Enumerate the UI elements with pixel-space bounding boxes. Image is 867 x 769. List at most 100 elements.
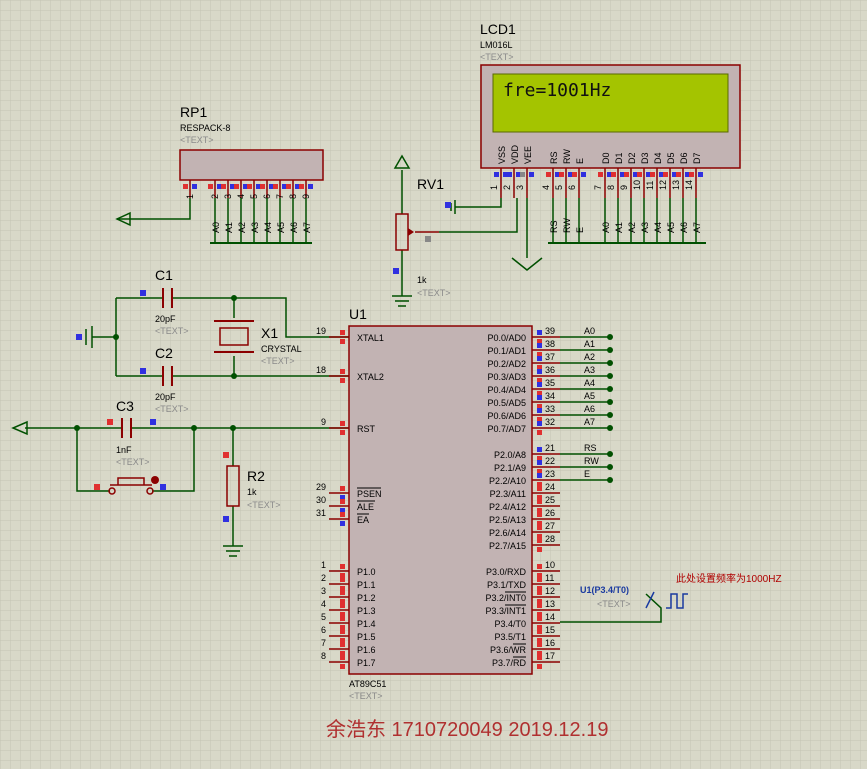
rp1-pin-marker <box>221 184 226 189</box>
u1-net-label: RS <box>584 443 597 453</box>
rp1-pin-marker <box>256 184 261 189</box>
u1-pin-marker <box>537 408 542 413</box>
lcd-bus-label: A3 <box>640 222 650 233</box>
vcc-arrow-icon <box>393 154 411 169</box>
u1-pin-marker <box>537 616 542 621</box>
lcd-pin-number: 13 <box>671 180 681 190</box>
u1-pin-marker <box>537 430 542 435</box>
lcd-bus-label: A2 <box>627 222 637 233</box>
u1-pin-marker <box>537 339 542 344</box>
u1-pin-marker <box>537 460 542 465</box>
u1-pin-number: 24 <box>545 482 555 492</box>
rp1-bus-label: A6 <box>289 222 299 233</box>
u1-pin-name: ALE <box>357 502 374 512</box>
signal-generator[interactable]: U1(P3.4/T0) <TEXT> 此处设置频率为1000HZ <box>560 572 782 623</box>
crystal-oscillator-section[interactable]: C1 20pF <TEXT> C2 20pF <TEXT> X1 CRYSTAL… <box>76 267 349 414</box>
u1-pin-marker <box>537 482 542 487</box>
rp1-bus-label: A7 <box>302 222 312 233</box>
rv1-ref: RV1 <box>417 176 444 192</box>
rp1-pin-number: 6 <box>262 194 272 199</box>
lcd-pin-marker <box>663 172 668 177</box>
u1-pin-name: P1.7 <box>357 658 376 668</box>
u1-pin-name: P2.1/A9 <box>494 463 526 473</box>
u1-pin-name: P0.4/AD4 <box>487 385 526 395</box>
u1-pin-name: XTAL2 <box>357 372 384 382</box>
lcd-pin-marker <box>555 172 560 177</box>
u1-pin-marker <box>537 625 542 630</box>
u1-net-label: A5 <box>584 391 595 401</box>
u1-pin-marker <box>537 369 542 374</box>
lcd-pin-marker <box>572 172 577 177</box>
u1-pin-marker <box>340 421 345 426</box>
u1-net-label: A7 <box>584 417 595 427</box>
u1-pin-marker <box>537 534 542 539</box>
lcd-pin-number: 3 <box>515 185 525 190</box>
u1-net-label: A4 <box>584 378 595 388</box>
rp1-pin-marker <box>217 184 222 189</box>
lcd-pin-number: 11 <box>645 181 655 190</box>
u1-pin-marker <box>537 603 542 608</box>
rp1-pin-marker <box>299 184 304 189</box>
lcd-text-placeholder: <TEXT> <box>480 52 514 62</box>
u1-net-terminal <box>607 451 613 457</box>
lcd-display-text: fre=1001Hz <box>503 80 611 101</box>
c2-ref: C2 <box>155 345 173 361</box>
x1-text-placeholder: <TEXT> <box>261 356 295 366</box>
frequency-note: 此处设置频率为1000HZ <box>676 572 782 585</box>
u1-pin-name: P1.4 <box>357 619 376 629</box>
u1-pin-marker <box>340 378 345 383</box>
u1-net-terminal <box>607 347 613 353</box>
lcd-pin-marker <box>672 172 677 177</box>
u1-pin-marker <box>537 521 542 526</box>
u1-pin-number: 36 <box>545 365 555 375</box>
lcd-pin-number: 8 <box>606 185 616 190</box>
lcd-bus-label: A4 <box>653 222 663 233</box>
u1-pin-number: 26 <box>545 508 555 518</box>
ground-icon <box>392 295 412 307</box>
lcd-lm016l[interactable]: LCD1 LM016L <TEXT> fre=1001Hz VSS1VDD2VE… <box>480 21 741 244</box>
u1-pin-marker <box>537 469 542 474</box>
potentiometer-rv1[interactable]: RV1 1k <TEXT> <box>392 154 518 307</box>
u1-net-label: A3 <box>584 365 595 375</box>
u1-pin-marker <box>537 456 542 461</box>
u1-pin-name: RST <box>357 424 376 434</box>
u1-pin-number: 19 <box>316 326 326 336</box>
lcd-pin-marker <box>650 172 655 177</box>
lcd-pin-name: D4 <box>653 152 663 164</box>
c1-ref: C1 <box>155 267 173 283</box>
ground-icon <box>223 545 243 557</box>
generator-ref: U1(P3.4/T0) <box>580 585 629 595</box>
x1-ref: X1 <box>261 325 278 341</box>
mcu-at89c51[interactable]: U1 AT89C51 <TEXT> 19XTAL118XTAL29RST29PS… <box>316 306 613 701</box>
lcd-pin-marker <box>559 172 564 177</box>
u1-net-label: A1 <box>584 339 595 349</box>
rp1-pin-number: 7 <box>275 194 285 199</box>
rp1-ref: RP1 <box>180 104 207 120</box>
u1-pin-name: P1.1 <box>357 580 376 590</box>
lcd-pin-marker <box>659 172 664 177</box>
vcc-arrow-icon <box>11 420 28 436</box>
lcd-pin-marker <box>494 172 499 177</box>
u1-pin-marker <box>340 512 345 517</box>
u1-pin-number: 35 <box>545 378 555 388</box>
lcd-pin-number: 7 <box>593 185 603 190</box>
u1-pin-number: 32 <box>545 417 555 427</box>
c3-text-placeholder: <TEXT> <box>116 457 150 467</box>
u1-pin-marker <box>340 599 345 604</box>
u1-pin-number: 39 <box>545 326 555 336</box>
c3-symbol <box>121 418 132 438</box>
rp1-bus-label: A0 <box>211 222 221 233</box>
lcd-pin-name: D6 <box>679 152 689 164</box>
reset-circuit[interactable]: C3 1nF <TEXT> R2 1k <TEXT> <box>11 398 349 557</box>
u1-pin-number: 22 <box>545 456 555 466</box>
u1-pin-marker <box>340 508 345 513</box>
u1-pin-name: P2.7/A15 <box>489 541 526 551</box>
rp1-pin-marker <box>269 184 274 189</box>
rp1-pin-number: 8 <box>288 194 298 199</box>
u1-pin-name: P2.2/A10 <box>489 476 526 486</box>
u1-pin-number: 21 <box>545 443 555 453</box>
rp1-pin-marker <box>208 184 213 189</box>
lcd-pin-marker <box>503 172 508 177</box>
